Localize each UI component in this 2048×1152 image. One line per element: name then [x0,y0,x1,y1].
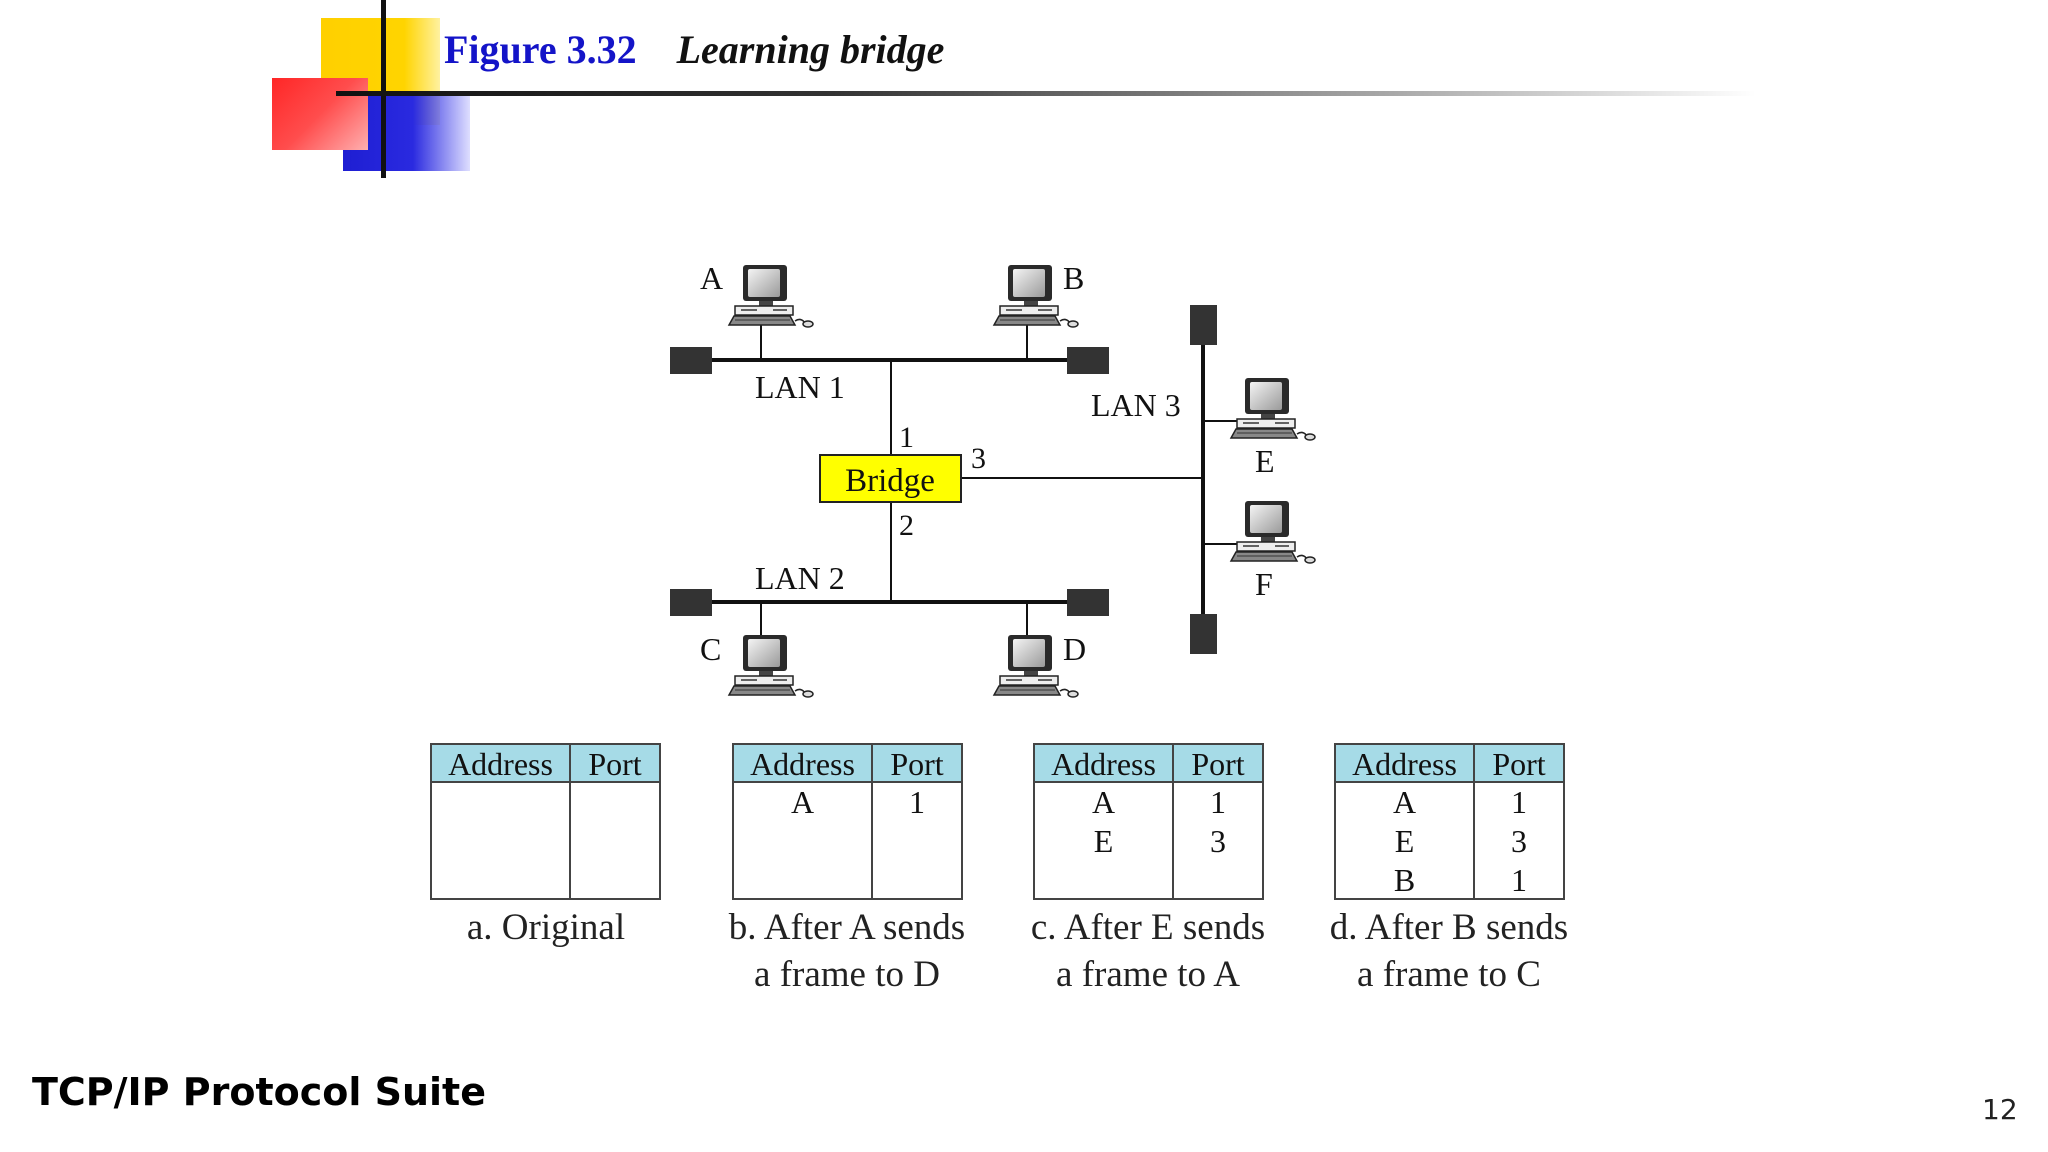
figure-number: Figure 3.32 [444,27,637,72]
port-label-2: 2 [899,509,914,542]
table-row-address: A [1392,784,1417,820]
address-column-header: Address [1352,746,1457,782]
address-table-after-b: Address Port A 1 E 3 B 1 [1334,743,1565,900]
table-row-address: B [1393,862,1416,898]
port-column-header: Port [1492,746,1546,782]
footer-title: TCP/IP Protocol Suite [32,1070,486,1114]
table-caption-after-e: c. After E sends a frame to A [1030,907,1266,995]
station-b-label: B [1063,260,1084,296]
station-c-computer-icon [728,634,814,698]
port-column-header: Port [890,746,944,782]
table-row-port: 1 [909,784,925,820]
port-label-3: 3 [971,442,986,475]
lan2-label: LAN 2 [755,560,845,596]
figure-title: Figure 3.32 Learning bridge [444,26,944,73]
table-row-address: E [1093,823,1114,859]
station-e-label: E [1255,443,1275,479]
lan2-terminator-right [1067,589,1109,616]
table-header [1336,745,1563,783]
table-row-address: E [1394,823,1415,859]
bridge-box [819,454,962,503]
figure-caption: Learning bridge [676,27,945,72]
table-caption-original: a. Original [466,907,626,948]
table-row-port: 1 [1511,784,1527,820]
port-label-1: 1 [899,421,914,454]
station-d-label: D [1063,631,1086,667]
station-f-computer-icon [1230,500,1316,564]
station-e-computer-icon [1230,377,1316,441]
lan1-terminator-right [1067,347,1109,374]
header-vertical-rule [381,0,386,178]
lan2-terminator-left [670,589,712,616]
address-table-after-e: Address Port A 1 E 3 [1033,743,1264,900]
station-a-label: A [700,260,723,296]
table-header [1035,745,1262,783]
port-column-header: Port [1191,746,1245,782]
table-row-port: 3 [1210,823,1226,859]
table-row-address: A [1091,784,1116,820]
table-caption-after-a: b. After A sends a frame to D [728,907,966,995]
table-row-port: 1 [1511,862,1527,898]
lan1-label: LAN 1 [755,369,845,405]
page-number: 12 [1982,1093,2018,1126]
address-column-header: Address [750,746,855,782]
station-a-computer-icon [728,264,814,328]
station-c-label: C [700,631,721,667]
header-decoration-red [272,78,368,150]
address-table-original: Address Port [430,743,661,900]
lan3-terminator-top [1190,305,1217,345]
table-row-address: A [790,784,815,820]
lan1-terminator-left [670,347,712,374]
address-column-header: Address [448,746,553,782]
table-row-port: 1 [1210,784,1226,820]
table-row-port: 3 [1511,823,1527,859]
header-horizontal-rule [336,91,1756,96]
lan3-label: LAN 3 [1091,387,1181,423]
table-caption-after-b: d. After B sends a frame to C [1329,907,1569,995]
table-header [432,745,659,783]
address-table-after-a: Address Port A 1 [732,743,963,900]
table-header [734,745,961,783]
station-f-label: F [1255,566,1273,602]
address-column-header: Address [1051,746,1156,782]
bridge-label: Bridge [845,463,935,499]
lan3-terminator-bottom [1190,614,1217,654]
port-column-header: Port [588,746,642,782]
